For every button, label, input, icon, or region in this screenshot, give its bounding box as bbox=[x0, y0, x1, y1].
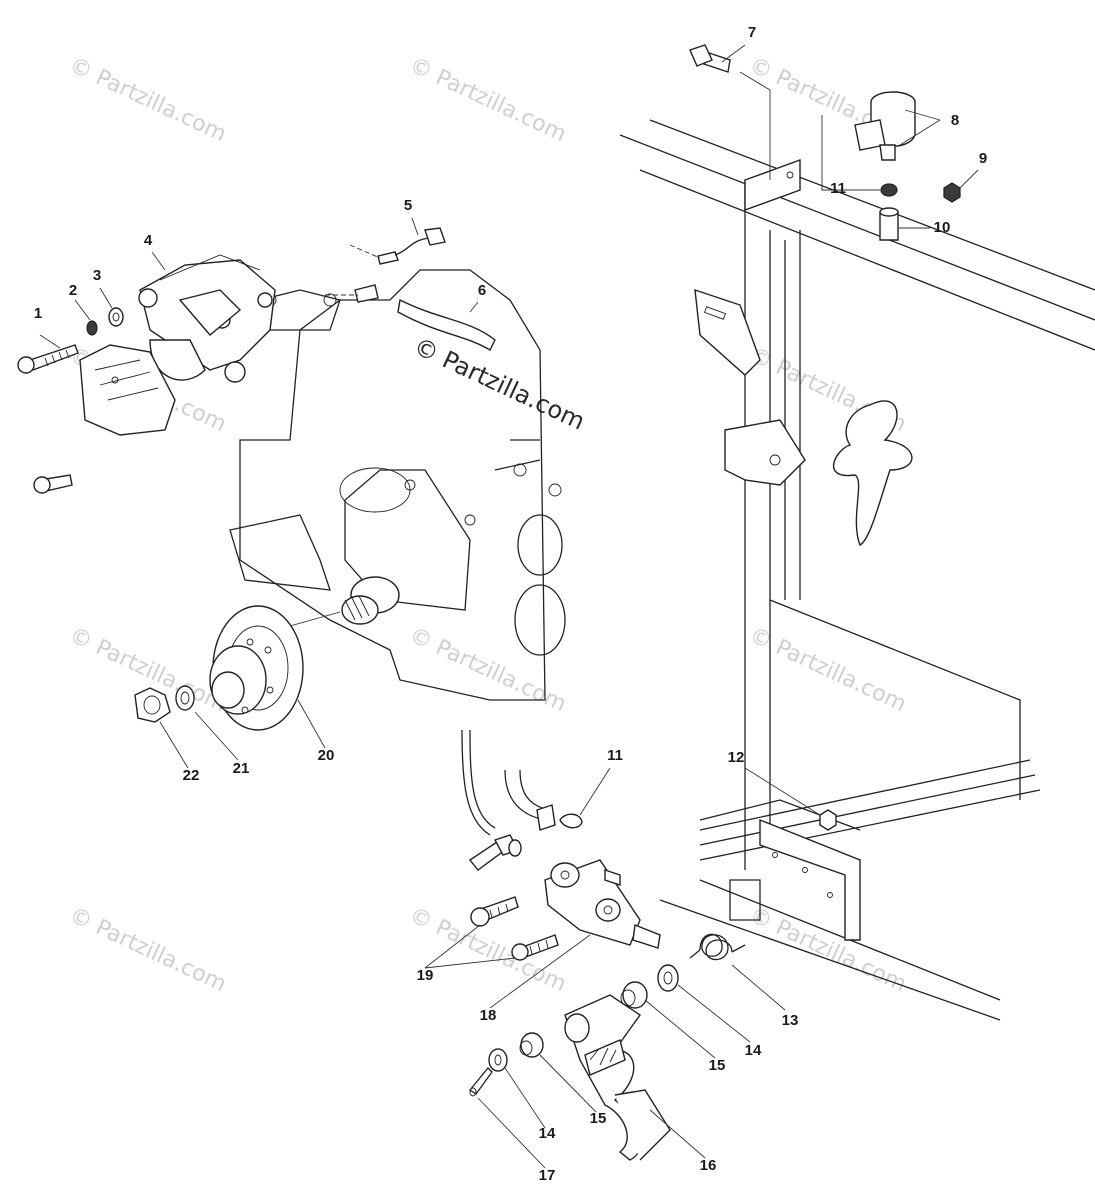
bolt-1 bbox=[17, 344, 79, 374]
brake-pads bbox=[33, 344, 176, 494]
callout-13: 13 bbox=[782, 1012, 799, 1029]
brake-pedal-16 bbox=[564, 994, 671, 1161]
washer-14-upper bbox=[657, 964, 679, 992]
callout-21: 21 bbox=[233, 760, 250, 777]
bushing-15-upper bbox=[620, 981, 648, 1009]
callout-11: 11 bbox=[607, 747, 623, 764]
watermark: © Partzilla.com bbox=[65, 53, 229, 147]
callout-2: 2 bbox=[69, 282, 77, 299]
callout-14: 14 bbox=[745, 1042, 762, 1059]
bolt-19-lower bbox=[511, 934, 559, 961]
callout-18: 18 bbox=[480, 1007, 497, 1024]
leader-lines bbox=[39, 44, 979, 1169]
spring-13 bbox=[689, 933, 746, 961]
master-cylinder-18 bbox=[544, 859, 661, 949]
washer-3 bbox=[108, 307, 124, 327]
washer-21 bbox=[175, 685, 195, 711]
callout-16: 16 bbox=[700, 1157, 717, 1174]
bushing-15-lower bbox=[519, 1032, 544, 1058]
clamp-11-upper bbox=[880, 183, 898, 197]
watermark: © Partzilla.com bbox=[745, 903, 909, 997]
watermark: © Partzilla.com bbox=[65, 903, 229, 997]
brake-line-lower bbox=[461, 729, 556, 871]
reservoir-8 bbox=[854, 91, 916, 161]
watermark: © Partzilla.com bbox=[405, 623, 569, 717]
callout-12: 12 bbox=[728, 749, 745, 766]
washer-2 bbox=[86, 320, 98, 336]
callout-7: 7 bbox=[748, 24, 756, 41]
callout-15: 15 bbox=[590, 1110, 607, 1127]
callout-20: 20 bbox=[318, 747, 335, 764]
callout-17: 17 bbox=[539, 1167, 556, 1184]
callout-4: 4 bbox=[144, 232, 153, 249]
clamp-11-lower bbox=[559, 813, 583, 829]
callout-19: 19 bbox=[417, 967, 434, 984]
nut-9 bbox=[943, 182, 961, 203]
callout-10: 10 bbox=[934, 219, 951, 236]
brand-watermark: © Partzilla.com bbox=[409, 332, 589, 436]
washer-14-lower bbox=[488, 1048, 508, 1072]
callout-9: 9 bbox=[979, 150, 987, 167]
callout-3: 3 bbox=[93, 267, 101, 284]
callout-8: 8 bbox=[951, 112, 959, 129]
hose-10 bbox=[879, 207, 899, 241]
callout-14: 14 bbox=[539, 1125, 556, 1142]
brake-disc bbox=[209, 605, 304, 731]
cotter-pin-17 bbox=[469, 1067, 493, 1097]
nut-12 bbox=[819, 809, 837, 831]
callout-5: 5 bbox=[404, 197, 412, 214]
brake-line-5 bbox=[349, 227, 446, 265]
bolt-19-upper bbox=[470, 896, 519, 927]
callout-15: 15 bbox=[709, 1057, 726, 1074]
callout-11: 11 bbox=[830, 180, 846, 197]
nut-22 bbox=[134, 687, 171, 723]
callout-6: 6 bbox=[478, 282, 486, 299]
frame-assembly bbox=[619, 119, 1095, 1021]
callout-1: 1 bbox=[34, 305, 42, 322]
brake-hose-6 bbox=[325, 284, 496, 351]
watermark: © Partzilla.com bbox=[405, 53, 569, 147]
callout-22: 22 bbox=[183, 767, 200, 784]
brake-caliper bbox=[138, 254, 276, 383]
bolt-7 bbox=[689, 44, 731, 73]
